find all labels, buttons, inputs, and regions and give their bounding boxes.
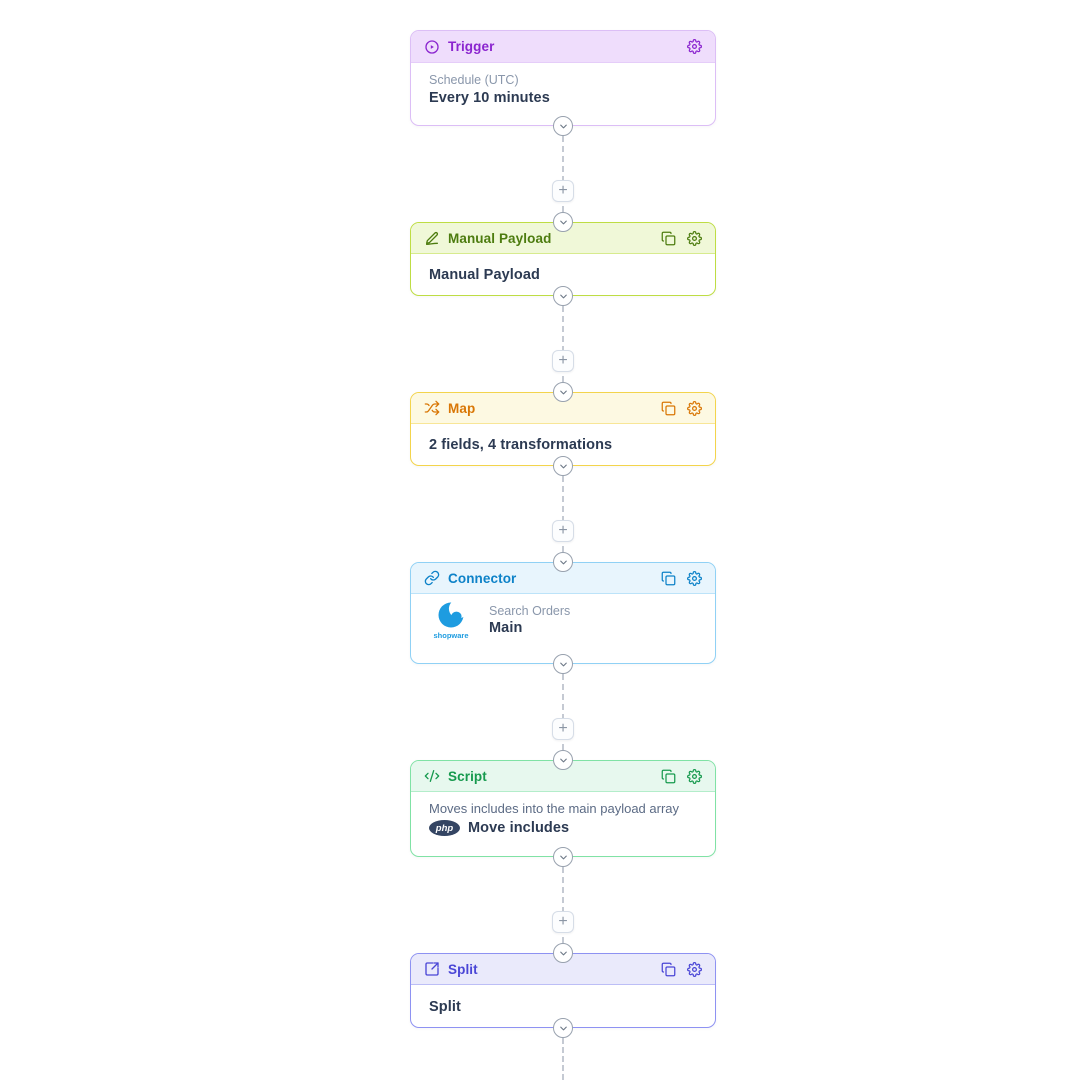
php-badge: php (429, 820, 460, 836)
chevron-down-icon (559, 1026, 567, 1030)
node-title: Script (448, 768, 487, 784)
connector-line (562, 867, 564, 943)
node-output-port[interactable] (553, 1018, 573, 1038)
duplicate-icon[interactable] (661, 231, 676, 246)
add-step-button[interactable]: + (552, 520, 574, 542)
plus-icon: + (558, 522, 568, 539)
node-title: Trigger (448, 39, 495, 54)
node-map[interactable]: Map 2 fields, 4 transformations (410, 392, 716, 466)
node-script-header: Script (411, 761, 715, 792)
duplicate-icon[interactable] (661, 401, 676, 416)
node-body: Schedule (UTC) Every 10 minutes (411, 63, 715, 116)
duplicate-icon[interactable] (661, 571, 676, 586)
chevron-down-icon (559, 758, 567, 762)
chevron-down-icon (559, 390, 567, 394)
code-icon (424, 768, 440, 784)
play-circle-icon (424, 39, 440, 55)
connector-line (562, 1038, 564, 1080)
duplicate-icon[interactable] (661, 769, 676, 784)
connector-line (562, 476, 564, 552)
link-icon (424, 570, 440, 586)
node-split[interactable]: Split Split (410, 953, 716, 1028)
node-output-port[interactable] (553, 456, 573, 476)
node-output-port[interactable] (553, 847, 573, 867)
node-title: Manual Payload (448, 230, 552, 246)
chevron-down-icon (559, 220, 567, 224)
node-trigger-header: Trigger (411, 31, 715, 63)
shopware-logo: shopware (427, 600, 475, 640)
trigger-schedule-label: Schedule (UTC) (429, 73, 519, 87)
node-input-port[interactable] (553, 943, 573, 963)
node-input-port[interactable] (553, 382, 573, 402)
add-step-button[interactable]: + (552, 718, 574, 740)
duplicate-icon[interactable] (661, 962, 676, 977)
settings-icon[interactable] (687, 570, 702, 586)
signature-icon (424, 230, 440, 246)
chevron-down-icon (559, 464, 567, 468)
node-connector[interactable]: Connector shopware Search Orde (410, 562, 716, 664)
node-title: Connector (448, 570, 517, 586)
node-body: Manual Payload (411, 254, 715, 295)
manual-payload-value: Manual Payload (429, 267, 540, 283)
connector-line (562, 306, 564, 382)
chevron-down-icon (559, 951, 567, 955)
settings-icon[interactable] (687, 961, 702, 977)
node-output-port[interactable] (553, 654, 573, 674)
connector-line (562, 136, 564, 212)
chevron-down-icon (559, 124, 567, 128)
node-body: Split (411, 985, 715, 1027)
shuffle-icon (424, 400, 440, 416)
chevron-down-icon (559, 560, 567, 564)
node-body: 2 fields, 4 transformations (411, 424, 715, 465)
split-value: Split (429, 998, 461, 1015)
plus-icon: + (558, 720, 568, 737)
node-title: Split (448, 961, 478, 977)
trigger-schedule-value: Every 10 minutes (429, 90, 550, 106)
settings-icon[interactable] (687, 768, 702, 784)
add-step-button[interactable]: + (552, 911, 574, 933)
connector-action-label: Search Orders (489, 604, 571, 618)
node-manual-payload[interactable]: Manual Payload Manual Payload (410, 222, 716, 296)
plus-icon: + (558, 182, 568, 199)
settings-icon[interactable] (687, 400, 702, 416)
chevron-down-icon (559, 855, 567, 859)
node-body: shopware Search Orders Main (411, 594, 715, 646)
settings-icon[interactable] (687, 39, 702, 54)
chevron-down-icon (559, 662, 567, 666)
add-step-button[interactable]: + (552, 350, 574, 372)
node-title: Map (448, 400, 476, 416)
connector-line (562, 674, 564, 750)
node-output-port[interactable] (553, 286, 573, 306)
map-summary-value: 2 fields, 4 transformations (429, 437, 613, 453)
script-description: Moves includes into the main payload arr… (429, 801, 680, 816)
plus-icon: + (558, 352, 568, 369)
chevron-down-icon (559, 294, 567, 298)
node-input-port[interactable] (553, 552, 573, 572)
shopware-logo-text: shopware (433, 631, 469, 640)
script-name-value: Move includes (468, 820, 570, 836)
node-input-port[interactable] (553, 750, 573, 770)
node-input-port[interactable] (553, 212, 573, 232)
split-icon (424, 961, 440, 977)
node-output-port[interactable] (553, 116, 573, 136)
node-body: Moves includes into the main payload arr… (411, 792, 715, 845)
node-script[interactable]: Script Moves includes into the main payl… (410, 760, 716, 857)
connector-instance-value: Main (489, 620, 523, 636)
add-step-button[interactable]: + (552, 180, 574, 202)
node-trigger[interactable]: Trigger Schedule (UTC) Every 10 minutes (410, 30, 716, 126)
plus-icon: + (558, 913, 568, 930)
settings-icon[interactable] (687, 230, 702, 246)
